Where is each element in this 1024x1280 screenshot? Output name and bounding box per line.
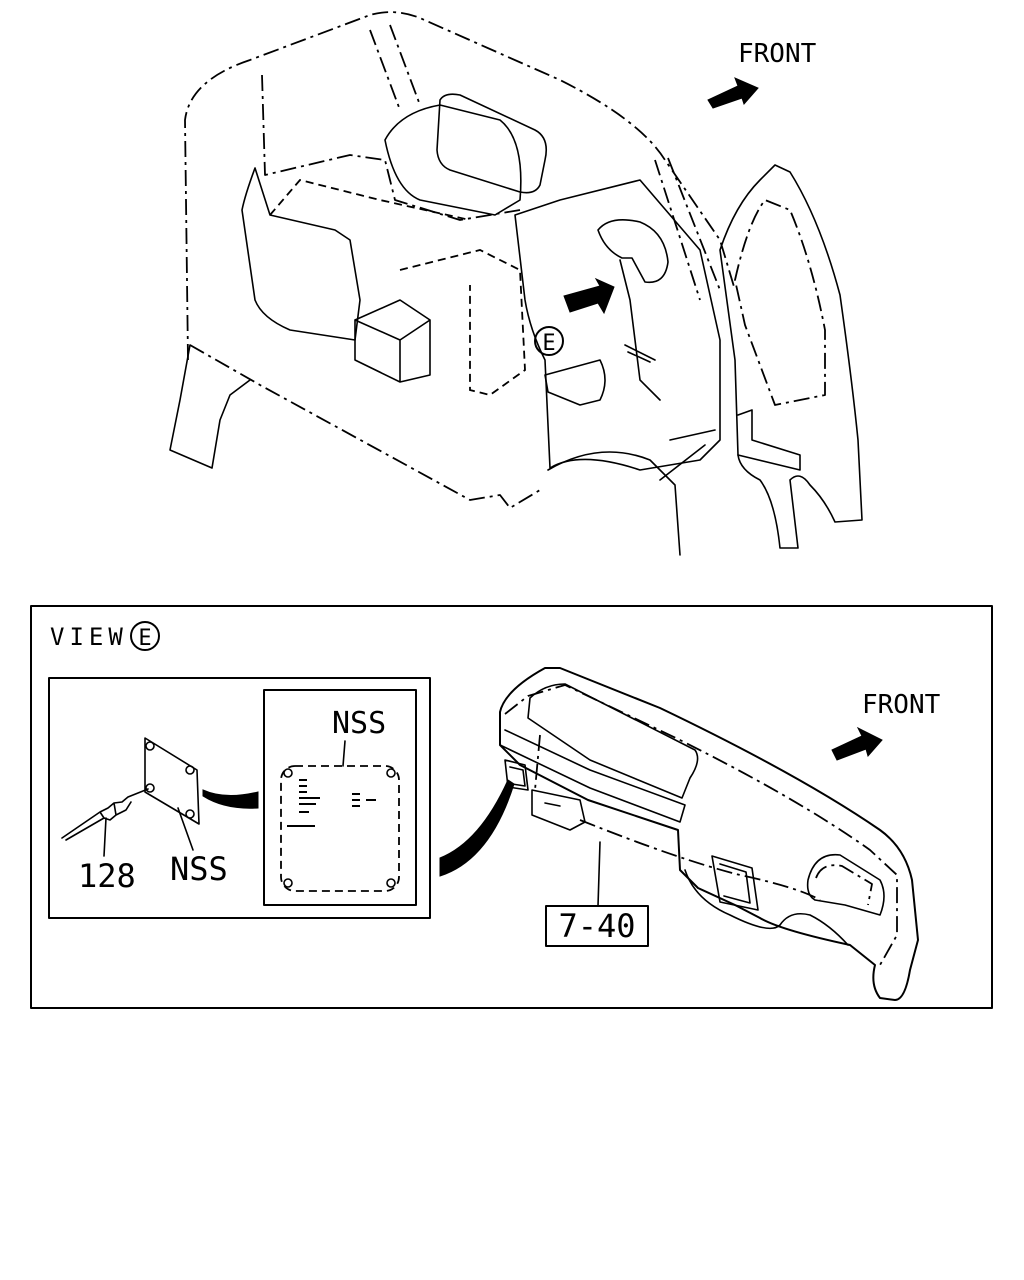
view-title-letter: E <box>138 626 151 651</box>
detail-view-frame <box>30 605 993 1009</box>
seat-cushion <box>399 249 526 396</box>
column-stalk <box>619 259 661 401</box>
plate-to-label-curve <box>202 789 259 809</box>
panel-ref-text: 7-40 <box>558 907 635 945</box>
view-title-prefix: VIEW <box>50 623 128 651</box>
label-leader-line <box>342 740 346 767</box>
instrument-panel <box>499 667 919 1001</box>
front-arrow-lower <box>831 726 883 761</box>
plate-leader-line <box>177 807 194 851</box>
b-pillar-line <box>654 157 721 301</box>
panel-center-line <box>534 734 821 901</box>
cluster-inner <box>815 864 873 906</box>
bolt-leader-line <box>103 817 107 857</box>
front-arrow-upper <box>707 77 759 109</box>
rear-seat-lower <box>269 178 471 221</box>
label-slot <box>504 759 529 791</box>
view-e-marker-circle <box>534 326 564 356</box>
plate-callout-label: NSS <box>170 850 228 888</box>
label-corner-hole <box>386 768 396 778</box>
headrest <box>436 93 548 194</box>
plate-hole <box>185 765 195 775</box>
label-text-lines <box>287 779 376 827</box>
plate-hole <box>145 741 155 751</box>
cab-shell-outline <box>184 11 736 361</box>
door-window <box>734 199 826 406</box>
a-pillar-line <box>369 24 421 111</box>
footwell-arch <box>547 429 716 556</box>
view-e-title: VIEW E <box>50 621 160 651</box>
panel-lower-edge <box>684 869 849 946</box>
label-frame <box>263 689 417 906</box>
panel-vent <box>711 855 759 911</box>
plate-assembly: 128 NSS <box>61 737 259 895</box>
rear-step <box>169 344 251 469</box>
rear-seat-back <box>241 167 361 341</box>
floor-line <box>189 344 541 509</box>
rivet-bolt <box>61 788 149 841</box>
view-e-pointer-arrow <box>563 277 615 315</box>
door-armrest <box>737 409 801 471</box>
console-box <box>354 299 431 383</box>
open-door <box>719 164 863 549</box>
cab-interior-view: FRONT E <box>169 11 863 556</box>
plate <box>144 737 200 825</box>
kick-panel <box>544 359 606 406</box>
plate-hole <box>145 783 155 793</box>
cluster-hood <box>806 853 885 916</box>
label-corner-hole <box>386 878 396 888</box>
label-callout-text: NSS <box>332 706 386 741</box>
label-corner-hole <box>283 768 293 778</box>
front-label-upper: FRONT <box>738 39 817 69</box>
plate-hole <box>185 809 195 819</box>
front-seat-backrest <box>384 104 522 216</box>
label-corner-hole <box>283 878 293 888</box>
panel-top-edge <box>504 684 898 966</box>
caution-label <box>280 765 400 892</box>
bolt-callout-number: 128 <box>78 857 136 895</box>
view-e-marker-letter: E <box>542 331 555 356</box>
dash-panel <box>514 179 721 471</box>
inset-detail-box <box>48 677 431 919</box>
panel-ref-box <box>545 905 649 947</box>
instrument-panel-outline <box>499 667 919 1001</box>
glovebox-recess <box>527 683 699 799</box>
panel-ref-leader <box>597 841 601 907</box>
steering-column <box>597 219 669 284</box>
label-detail: NSS <box>263 689 515 906</box>
roof-inner-edge <box>261 74 521 221</box>
front-label-lower: FRONT <box>862 690 941 720</box>
panel-front-face <box>499 729 686 823</box>
panel-box <box>531 789 586 831</box>
view-title-circle <box>130 621 160 651</box>
label-to-panel-curve <box>439 779 515 877</box>
